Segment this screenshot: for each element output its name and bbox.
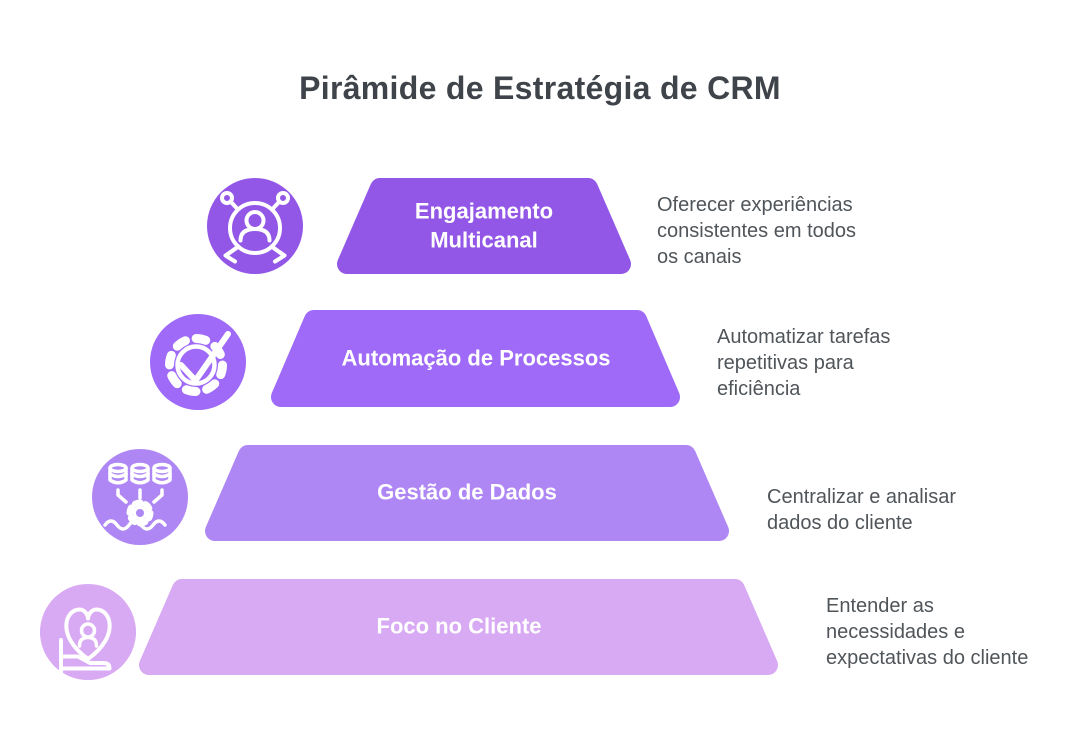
level-3-description: Centralizar e analisar dados do cliente bbox=[767, 486, 956, 534]
pyramid-level-4-label: Foco no Cliente bbox=[376, 613, 542, 639]
pyramid-level-1-label: Engajamento Multicanal bbox=[414, 198, 554, 252]
pyramid-level-2-label: Automação de Processos bbox=[341, 345, 611, 371]
customer-heart-in-hand-icon bbox=[40, 584, 136, 680]
level-1-description: Oferecer experiências consistentes em to… bbox=[657, 194, 856, 268]
level-4-description: Entender as necessidades e expectativas … bbox=[826, 595, 1029, 669]
pyramid-level-1-shape bbox=[337, 178, 631, 274]
data-management-database-icon bbox=[92, 449, 188, 545]
pyramid-level-4-shape bbox=[139, 579, 778, 675]
multichannel-engagement-icon bbox=[207, 178, 303, 274]
pyramid-level-3-shape bbox=[205, 445, 729, 541]
pyramid-level-2-shape bbox=[271, 310, 680, 407]
level-2-description: Automatizar tarefas repetitivas para efi… bbox=[717, 326, 891, 400]
process-automation-gear-check-icon bbox=[150, 314, 246, 410]
page-title: Pirâmide de Estratégia de CRM bbox=[299, 70, 781, 106]
pyramid-level-3-label: Gestão de Dados bbox=[377, 479, 557, 505]
